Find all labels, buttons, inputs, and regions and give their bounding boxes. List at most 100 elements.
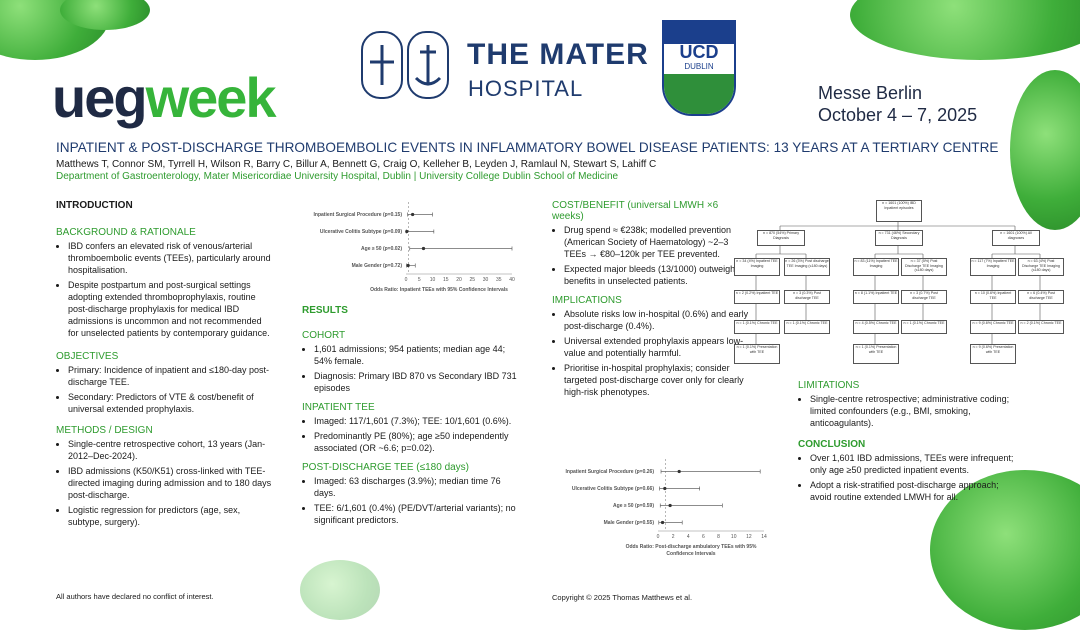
list-item: Universal extended prophylaxis appears l… (564, 335, 752, 359)
flow-node: n = 1 (0.1%) Chronic TEE (784, 320, 830, 334)
list-item: Over 1,601 IBD admissions, TEEs were inf… (810, 452, 1020, 476)
conclusion-heading: CONCLUSION (798, 439, 866, 450)
list-item: Logistic regression for predictors (age,… (68, 504, 272, 528)
x-tick-label: 2 (672, 534, 675, 540)
mater-hospital-subtitle: HOSPITAL (468, 76, 584, 101)
chart-caption: Confidence Intervals (666, 551, 715, 555)
inpatient-tee-heading: INPATIENT TEE (302, 402, 375, 413)
flow-node: n = 2 (0.1%) Chronic TEE (1018, 320, 1064, 334)
objectives-list: Primary: Incidence of inpatient and ≤180… (56, 364, 272, 415)
category-label: Ulcerative Colitis Subtype (p=0.09) (320, 229, 402, 235)
flow-node: n = 1 (0.1%) Chronic TEE (901, 320, 947, 334)
list-item: Single-centre retrospective; administrat… (810, 393, 1020, 429)
column-2: RESULTS COHORT 1,601 admissions; 954 pat… (302, 305, 520, 529)
methods-list: Single-centre retrospective cohort, 13 y… (56, 438, 272, 528)
x-tick-label: 35 (496, 277, 502, 283)
column-4: LIMITATIONS Single-centre retrospective;… (798, 380, 1020, 506)
list-item: Drug spend ≈ €238k; modelled prevention … (564, 224, 752, 260)
category-label: Male Gender (p=0.55) (604, 520, 655, 526)
list-item: Adopt a risk-stratified post-discharge a… (810, 479, 1020, 503)
poster-authors: Matthews T, Connor SM, Tyrrell H, Wilson… (56, 159, 657, 170)
list-item: IBD confers an elevated risk of venous/a… (68, 240, 272, 276)
mater-crest-icon (361, 31, 449, 99)
implications-list: Absolute risks low in-hospital (0.6%) an… (552, 308, 752, 398)
flow-node: n = 26 (3%) Post discharge TEE Imaging (… (784, 258, 830, 276)
x-tick-label: 20 (456, 277, 462, 283)
list-item: Absolute risks low in-hospital (0.6%) an… (564, 308, 752, 332)
x-tick-label: 0 (405, 277, 408, 283)
list-item: TEE: 6/1,601 (0.4%) (PE/DVT/arterial var… (314, 502, 520, 526)
x-tick-label: 0 (657, 534, 660, 540)
category-label: Male Gender (p=0.72) (352, 263, 403, 269)
post-discharge-heading: POST-DISCHARGE TEE (≤180 days) (302, 462, 470, 473)
flowchart: n = 1601 (100%) IBD Inpatient episodes n… (730, 198, 1064, 373)
list-item: 1,601 admissions; 954 patients; median a… (314, 343, 520, 367)
chart-caption: Odds Ratio: Post-discharge ambulatory TE… (626, 544, 757, 550)
conflict-statement: All authors have declared no conflict of… (56, 592, 214, 601)
limitations-heading: LIMITATIONS (798, 380, 860, 391)
event-venue: Messe Berlin (818, 83, 923, 103)
category-label: Inpatient Surgical Procedure (p=0.15) (314, 212, 403, 218)
post-discharge-list: Imaged: 63 discharges (3.9%); median tim… (302, 475, 520, 526)
flow-node: n = 1 (0.1%) Presentation with TEE (734, 344, 780, 364)
x-tick-label: 25 (469, 277, 475, 283)
x-tick-label: 40 (509, 277, 515, 283)
decorative-blob-top-right (850, 0, 1080, 60)
list-item: Predominantly PE (80%); age ≥50 independ… (314, 430, 520, 454)
flowchart-connectors (755, 220, 1041, 344)
poster-title: INPATIENT & POST-DISCHARGE THROMBOEMBOLI… (56, 140, 999, 155)
x-tick-label: 30 (483, 277, 489, 283)
list-item: Single-centre retrospective cohort, 13 y… (68, 438, 272, 462)
flow-root: n = 1601 (100%) IBD Inpatient episodes (876, 200, 922, 222)
chart-caption: Odds Ratio: Inpatient TEEs with 95% Conf… (370, 287, 508, 293)
odds-ratio-point (411, 212, 415, 217)
flow-all: n = 1601 (100%) All diagnoses (992, 230, 1040, 246)
results-heading: RESULTS (302, 305, 348, 316)
odds-ratio-point (668, 503, 672, 508)
category-label: Age ≥ 50 (p=0.59) (613, 503, 654, 509)
decorative-blob-bottom-right (930, 470, 1080, 630)
flow-node: n = 8 (1.1%) Inpatient TEE (853, 290, 899, 304)
flow-node: n = 3 (0.7%) Post discharge TEE (901, 290, 947, 304)
flow-node: n = 1 (0.1%) Presentation with TEE (853, 344, 899, 364)
x-tick-label: 15 (443, 277, 449, 283)
flow-primary: n = 870 (54%) Primary Diagnosis (757, 230, 805, 246)
harp-icon (664, 74, 734, 114)
list-item: Primary: Incidence of inpatient and ≤180… (68, 364, 272, 388)
list-item: Secondary: Predictors of VTE & cost/bene… (68, 391, 272, 415)
flow-node: n = 3 (0.3%) Post discharge TEE (784, 290, 830, 304)
flow-node: n = 117 (7%) Inpatient TEE Imaging (970, 258, 1016, 276)
odds-ratio-point (421, 246, 426, 251)
logo-week-text: week (145, 66, 277, 129)
flow-node: n = 1 (0.1%) Chronic TEE (734, 320, 780, 334)
decorative-blob-bottom-center (300, 560, 380, 620)
x-tick-label: 8 (717, 534, 720, 540)
mater-hospital-title: THE MATER (467, 38, 649, 71)
list-item: Imaged: 117/1,601 (7.3%); TEE: 10/1,601 … (314, 415, 520, 427)
odds-ratio-point (677, 469, 681, 474)
x-tick-label: 4 (687, 534, 690, 540)
ueg-week-logo: uegweek (52, 66, 277, 129)
flow-node: n = 4 (0.5%) Chronic TEE (853, 320, 899, 334)
flow-node: n = 9 (0.6%) Chronic TEE (970, 320, 1016, 334)
odds-ratio-point (405, 229, 409, 234)
intro-heading: INTRODUCTION (56, 200, 133, 211)
x-tick-label: 12 (746, 534, 752, 540)
cost-benefit-heading: COST/BENEFIT (universal LMWH ×6 weeks) (552, 200, 719, 222)
x-tick-label: 10 (731, 534, 737, 540)
flow-node: n = 2 (0.2%) Inpatient TEE (734, 290, 780, 304)
methods-heading: METHODS / DESIGN (56, 425, 153, 436)
odds-ratio-point (663, 486, 667, 491)
ucd-logo: UCD DUBLIN (662, 20, 736, 116)
logo-ueg-text: ueg (52, 66, 148, 129)
cohort-list: 1,601 admissions; 954 patients; median a… (302, 343, 520, 394)
x-tick-label: 10 (430, 277, 436, 283)
list-item: Despite postpartum and post-surgical set… (68, 279, 272, 339)
copyright: Copyright © 2025 Thomas Matthews et al. (552, 593, 693, 602)
category-label: Age ≥ 50 (p=0.02) (361, 246, 402, 252)
list-item: Diagnosis: Primary IBD 870 vs Secondary … (314, 370, 520, 394)
category-label: Inpatient Surgical Procedure (p=0.26) (566, 469, 655, 475)
odds-ratio-point (660, 520, 665, 525)
